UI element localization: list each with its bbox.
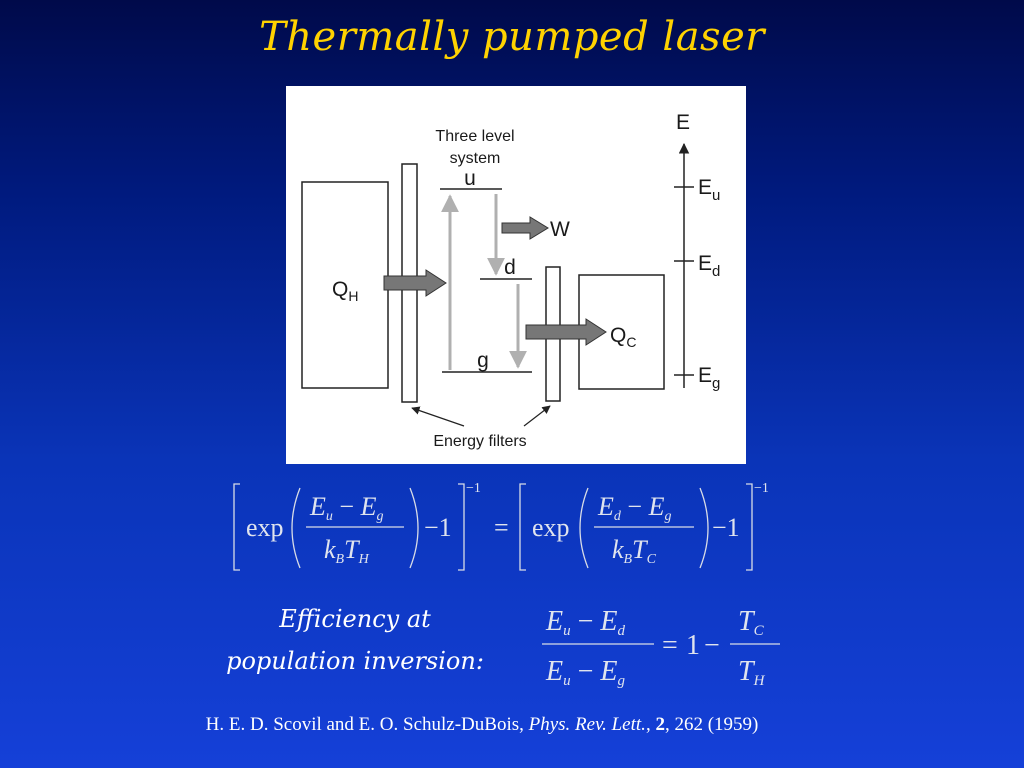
- right-paren-close: [699, 487, 709, 569]
- slide-title: Thermally pumped laser: [259, 14, 765, 60]
- minus-one-left: −1: [424, 513, 452, 542]
- right-paren-open: [579, 487, 589, 569]
- level-u-label: u: [464, 167, 476, 190]
- work-arrow: [501, 216, 549, 240]
- energy-filters-label: Energy filters: [433, 433, 526, 450]
- minus-one-right: −1: [712, 513, 740, 542]
- axis-ed-label: Ed: [698, 252, 720, 280]
- level-g-label: g: [477, 349, 489, 372]
- efficiency-label-line1: Efficiency at: [279, 605, 431, 633]
- right-bracket-open: [519, 483, 526, 571]
- left-bracket-close: [458, 483, 465, 571]
- right-bracket-close: [746, 483, 753, 571]
- exp-left: exp: [246, 513, 284, 542]
- efficiency-equals: =: [662, 630, 678, 661]
- efficiency-denominator: Eu − Eg: [545, 656, 626, 689]
- exponent-left: −1: [466, 481, 481, 496]
- equals-sign: =: [494, 513, 509, 542]
- filter-pointer-right: [523, 405, 551, 427]
- level-d-label: d: [504, 256, 516, 279]
- filter-pointer-left: [411, 406, 465, 427]
- efficiency-numerator: Eu − Ed: [545, 606, 626, 639]
- diagram-heading-line1: Three level: [435, 128, 514, 145]
- citation-authors: H. E. D. Scovil and E. O. Schulz-DuBois,: [205, 714, 529, 735]
- heat-cold-arrow: [525, 318, 607, 346]
- heat-cold-label: QC: [610, 324, 636, 350]
- efficiency-label-line2: population inversion:: [226, 647, 484, 675]
- right-numerator: Ed − Eg: [597, 492, 671, 524]
- diagram-svg: Three level system u d g W QH QC E Eu Ed…: [301, 111, 720, 450]
- right-denominator: kBTC: [612, 535, 657, 567]
- citation-comma: ,: [645, 714, 656, 735]
- exp-right: exp: [532, 513, 570, 542]
- diagram-heading-line2: system: [450, 150, 501, 167]
- efficiency-label: Efficiency at population inversion:: [195, 598, 515, 682]
- efficiency-one: 1: [686, 630, 700, 661]
- exponent-right: −1: [754, 481, 769, 496]
- citation-rest: , 262 (1959): [664, 714, 759, 735]
- energy-axis-label: E: [676, 111, 690, 134]
- work-label: W: [550, 218, 570, 241]
- temperature-denominator: TH: [738, 656, 766, 689]
- heat-hot-arrow: [383, 269, 447, 297]
- axis-eu-label: Eu: [698, 176, 720, 204]
- citation: H. E. D. Scovil and E. O. Schulz-DuBois,…: [0, 714, 964, 736]
- citation-journal: Phys. Rev. Lett.: [528, 714, 646, 735]
- left-bracket-open: [233, 483, 240, 571]
- equation-1: exp Eu − Eg kBTH −1 −1 = exp Ed − Eg kBT…: [233, 481, 769, 571]
- left-denominator: kBTH: [324, 535, 370, 567]
- left-paren-close: [409, 487, 419, 569]
- left-numerator: Eu − Eg: [309, 492, 383, 524]
- efficiency-formula: Eu − Ed Eu − Eg = 1 − TC TH: [542, 606, 780, 689]
- heat-hot-label: QH: [332, 278, 358, 304]
- axis-eg-label: Eg: [698, 364, 720, 392]
- three-level-diagram: Three level system u d g W QH QC E Eu Ed…: [286, 86, 746, 464]
- citation-volume: 2: [655, 714, 665, 735]
- efficiency-minus: −: [704, 630, 720, 661]
- temperature-numerator: TC: [738, 606, 765, 639]
- left-paren-open: [291, 487, 301, 569]
